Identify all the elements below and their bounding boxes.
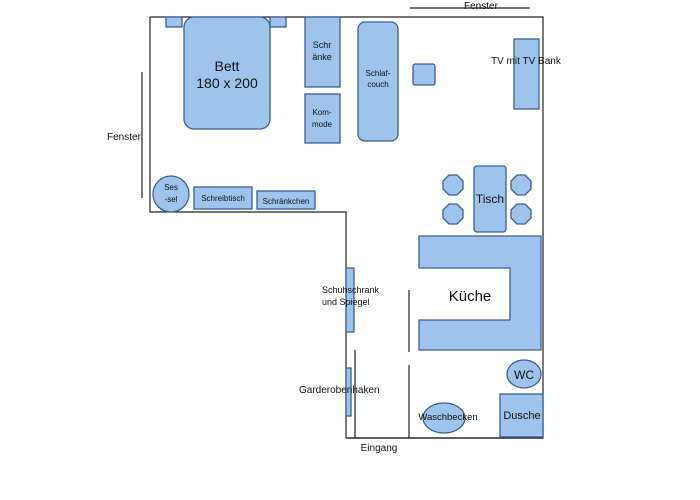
wardrobe — [304, 16, 341, 88]
side-table — [412, 63, 436, 86]
armchair-label-1: Ses — [164, 183, 178, 192]
sofa-bed — [357, 21, 399, 142]
chair-bottom-right — [510, 203, 532, 225]
sink — [422, 402, 466, 434]
coat-hooks — [345, 367, 352, 417]
shower-label: Dusche — [503, 410, 540, 422]
bed-label: Bett — [215, 58, 240, 74]
dresser-label-2: mode — [312, 120, 333, 129]
window-left-label: Fenster — [107, 132, 142, 143]
entrance-label: Eingang — [361, 443, 398, 454]
window-top-label: Fenster — [464, 1, 499, 12]
sofa-bed-label-2: couch — [367, 80, 388, 89]
dining-table-label: Tisch — [476, 192, 504, 206]
shoe-cabinet-label-1: Schuhschrank — [322, 285, 380, 295]
armchair-label-2: -sel — [165, 195, 178, 204]
dresser-label-1: Kom- — [312, 108, 331, 117]
small-cabinet-label: Schränkchen — [263, 197, 310, 206]
shoe-cabinet — [345, 267, 355, 333]
shower — [499, 393, 544, 438]
wardrobe-label-1: Schr — [313, 40, 332, 50]
armchair — [152, 175, 190, 213]
dresser — [304, 93, 341, 144]
chair-top-left — [442, 174, 464, 196]
coat-hooks-label: Garderobenhaken — [299, 385, 380, 396]
sofa-bed-label-1: Schlaf- — [366, 69, 391, 78]
small-cabinet — [256, 190, 316, 210]
desk-label: Schreibtisch — [201, 194, 245, 203]
desk — [193, 186, 253, 210]
dining-table — [473, 165, 507, 233]
bed-pillow-right — [269, 16, 287, 28]
toilet-label: WC — [514, 368, 534, 382]
bed-pillow-left — [165, 16, 183, 28]
kitchen-label: Küche — [449, 288, 492, 305]
bed-size-label: 180 x 200 — [196, 75, 258, 91]
kitchen-counter — [418, 235, 542, 351]
outer-wall — [149, 16, 544, 439]
chair-top-right — [510, 174, 532, 196]
tv-bench — [513, 38, 540, 110]
bed — [183, 16, 271, 130]
tv-label: TV mit TV Bank — [491, 56, 562, 67]
walls — [141, 7, 544, 439]
toilet — [506, 359, 542, 389]
chair-bottom-left — [442, 203, 464, 225]
sink-label: Waschbecken — [418, 412, 477, 423]
wardrobe-label-2: änke — [312, 52, 332, 62]
shoe-cabinet-label-2: und Spiegel — [322, 297, 370, 307]
